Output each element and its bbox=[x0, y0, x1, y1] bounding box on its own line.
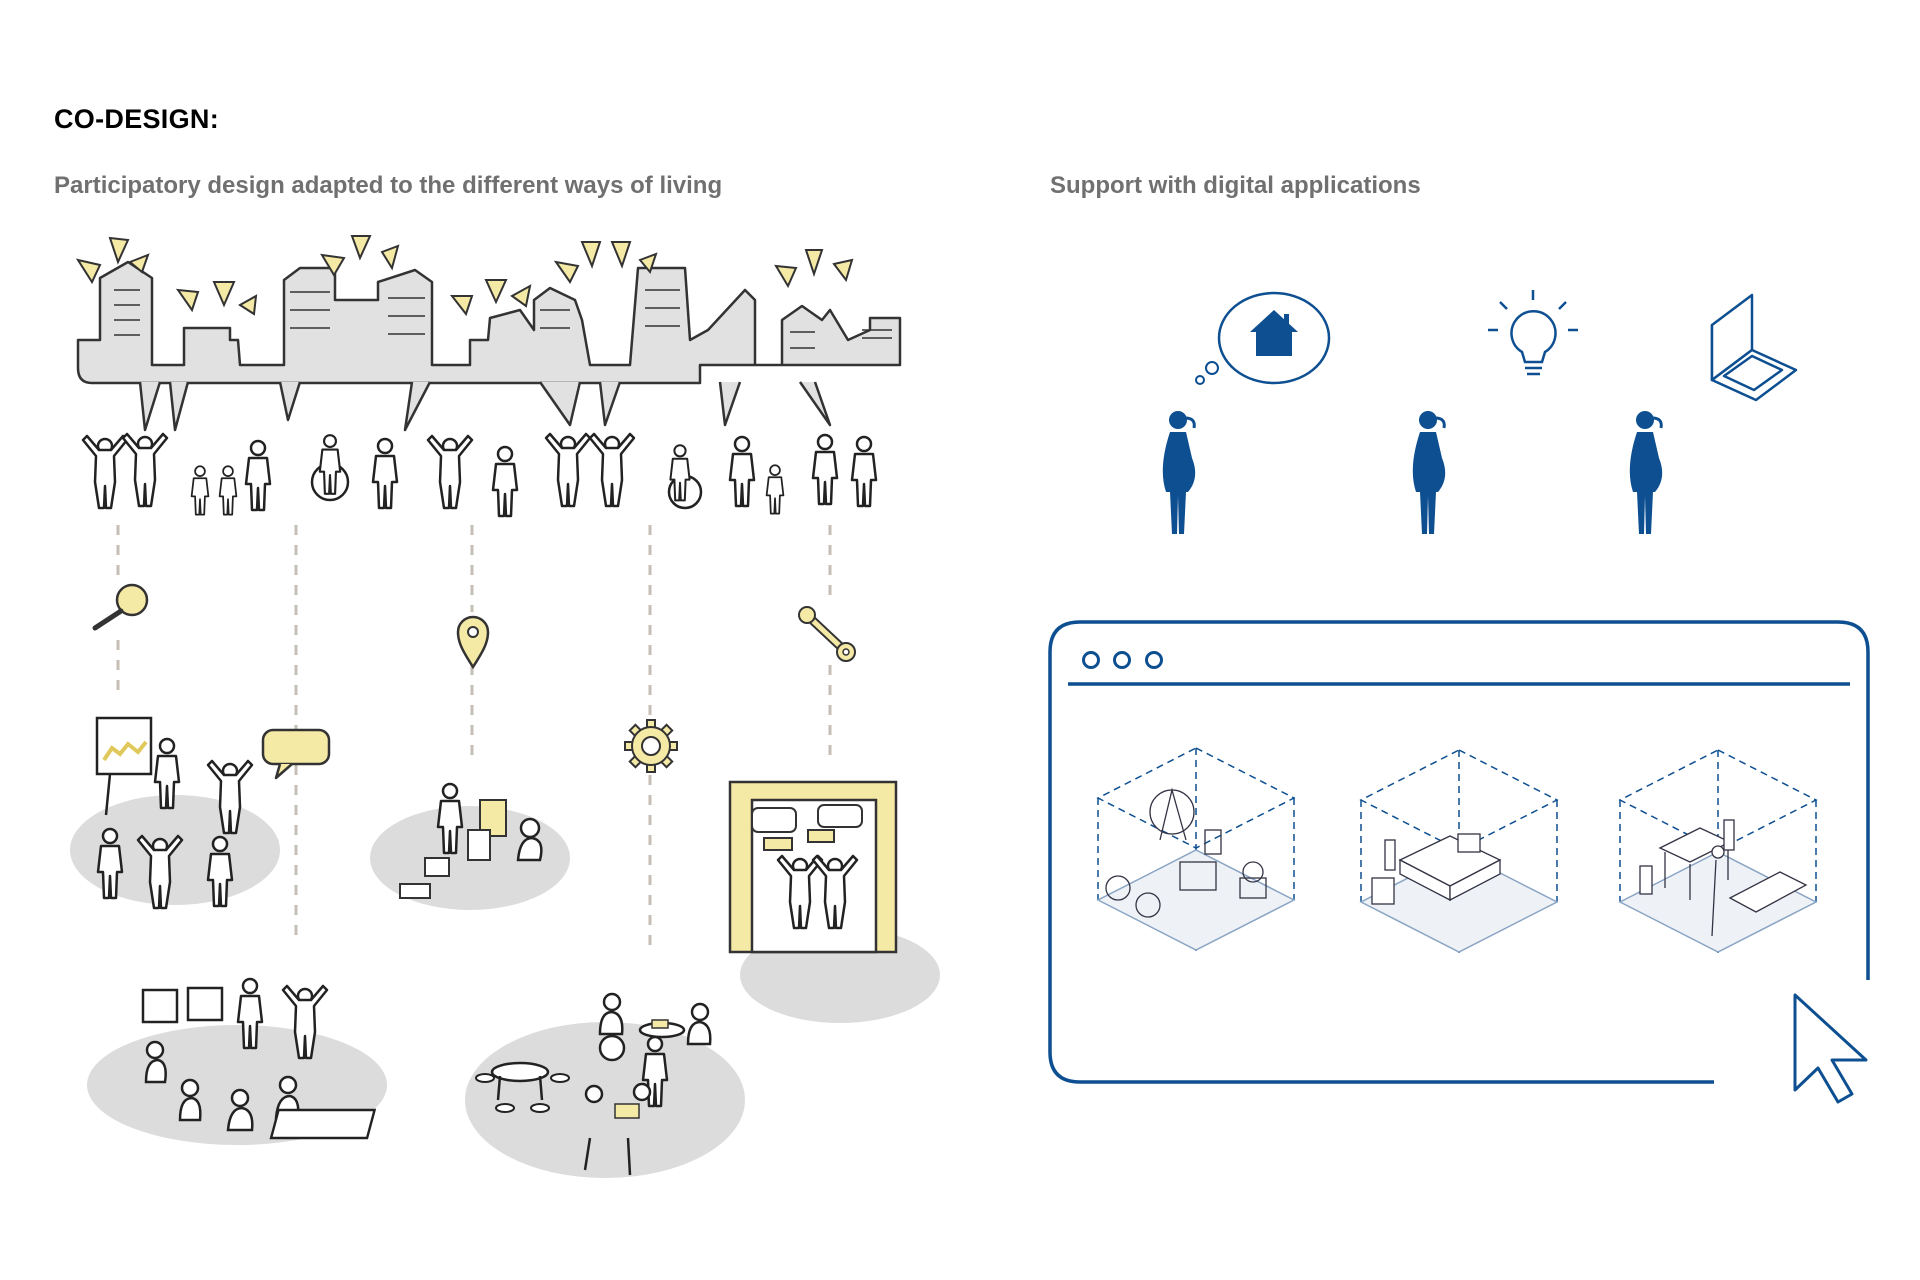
house-icon bbox=[1250, 310, 1298, 356]
user-with-idea bbox=[1411, 290, 1578, 536]
voice-accents bbox=[75, 235, 854, 317]
room-module-living-dining[interactable] bbox=[1618, 749, 1818, 958]
user-with-laptop bbox=[1628, 293, 1798, 536]
city-skyline bbox=[76, 260, 902, 432]
window-dot-1[interactable] bbox=[1082, 651, 1100, 669]
laptop-icon bbox=[1710, 293, 1798, 402]
community-crowd bbox=[81, 432, 878, 518]
window-dot-3[interactable] bbox=[1145, 651, 1163, 669]
lightbulb-icon bbox=[1488, 290, 1578, 376]
speech-bubble-icon bbox=[261, 728, 331, 780]
scene-prototype-frame bbox=[728, 780, 940, 1023]
scene-model-building bbox=[370, 782, 570, 910]
location-pin-icon bbox=[456, 615, 490, 670]
magnifier-icon bbox=[92, 583, 149, 631]
right-subtitle: Support with digital applications bbox=[1050, 172, 1421, 199]
window-dot-2[interactable] bbox=[1113, 651, 1131, 669]
room-module-garden[interactable] bbox=[1096, 747, 1296, 956]
room-module-bedroom[interactable] bbox=[1359, 749, 1559, 958]
left-subtitle: Participatory design adapted to the diff… bbox=[54, 172, 723, 199]
scene-presentation bbox=[70, 716, 280, 910]
page-title: CO-DESIGN: bbox=[54, 104, 219, 134]
app-browser-window bbox=[1048, 620, 1870, 1084]
scene-workshop-tables bbox=[269, 992, 745, 1178]
gear-icon bbox=[624, 719, 678, 773]
user-with-house-thought bbox=[1161, 291, 1331, 536]
wrench-icon bbox=[798, 606, 856, 662]
cursor-icon bbox=[1793, 993, 1868, 1104]
